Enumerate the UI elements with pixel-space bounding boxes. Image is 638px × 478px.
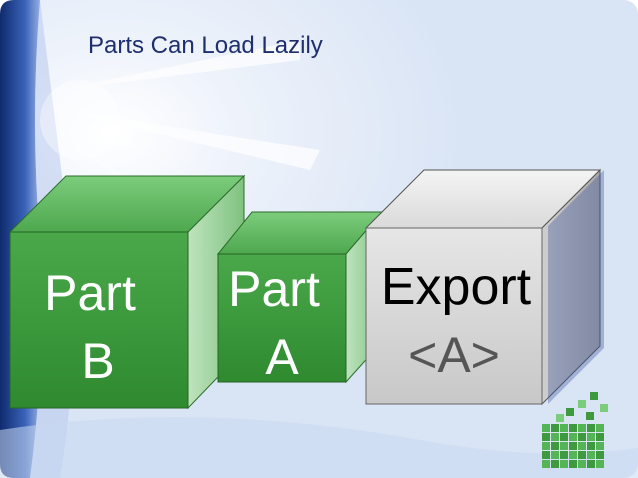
icon-cube-cell: [587, 460, 595, 468]
export-label-line1: Export: [381, 258, 532, 316]
icon-cube-cell: [569, 442, 577, 450]
export-label-line2: <A>: [408, 327, 500, 383]
icon-cube-cell: [551, 451, 559, 459]
icon-cube-cell: [569, 451, 577, 459]
icon-cube-cell: [542, 433, 550, 441]
icon-cube-cell: [587, 433, 595, 441]
icon-cube-cell: [569, 424, 577, 432]
part-a-block: Part A: [216, 210, 384, 385]
icon-cube-cell: [578, 424, 586, 432]
icon-cube-cell: [596, 451, 604, 459]
icon-cube-cell: [566, 408, 574, 416]
icon-cube-cell: [560, 442, 568, 450]
slide-title: Parts Can Load Lazily: [88, 32, 323, 59]
icon-cube-cell: [586, 412, 594, 420]
export-block: Export <A>: [364, 168, 604, 406]
icon-cube-cell: [596, 433, 604, 441]
icon-cube-cell: [542, 451, 550, 459]
icon-cube-cell: [542, 424, 550, 432]
part-b-label-line2: B: [81, 333, 114, 389]
icon-cube-cell: [551, 433, 559, 441]
icon-cube-cell: [569, 460, 577, 468]
icon-cube-cell: [542, 442, 550, 450]
icon-cube-cell: [587, 424, 595, 432]
icon-cube-cell: [551, 460, 559, 468]
icon-cube-cell: [551, 424, 559, 432]
icon-cube-cell: [560, 451, 568, 459]
icon-cube-cell: [596, 442, 604, 450]
icon-cube-cell: [596, 424, 604, 432]
icon-cube-cell: [578, 433, 586, 441]
part-b-label-line1: Part: [44, 265, 136, 321]
icon-cube-cell: [542, 460, 550, 468]
icon-cube-cell: [551, 442, 559, 450]
icon-cube-cell: [587, 451, 595, 459]
icon-cube-cell: [596, 460, 604, 468]
icon-cube-cell: [560, 424, 568, 432]
icon-cube-cell: [578, 400, 586, 408]
icon-cube-cell: [556, 414, 564, 422]
decorative-swoosh: [0, 417, 638, 478]
part-a-label-line2: A: [265, 329, 299, 385]
part-a-label-line1: Part: [228, 261, 320, 317]
icon-cube-cell: [600, 404, 608, 412]
icon-cube-cell: [587, 442, 595, 450]
icon-cube-cell: [569, 433, 577, 441]
icon-cube-cell: [578, 460, 586, 468]
green-cube-stack-icon: [542, 392, 608, 468]
icon-cube-cell: [578, 442, 586, 450]
icon-cube-cell: [560, 460, 568, 468]
part-b-block: Part B: [8, 174, 246, 410]
icon-cube-cell: [578, 451, 586, 459]
icon-cube-cell: [560, 433, 568, 441]
icon-cube-cell: [590, 392, 598, 400]
